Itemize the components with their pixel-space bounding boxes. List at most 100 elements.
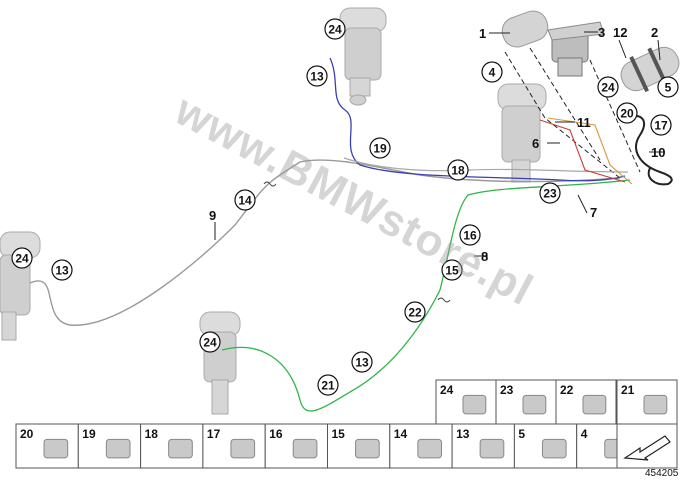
thumb-top-cell: 24 bbox=[435, 379, 497, 425]
callout-number: 23 bbox=[543, 187, 557, 201]
callout-circle bbox=[616, 102, 638, 124]
thumb-part-number: 4 bbox=[581, 427, 588, 441]
callout-c24-bottom: 24 bbox=[199, 331, 221, 353]
hose-black-10 bbox=[627, 115, 673, 186]
thumb-part-number: 13 bbox=[456, 427, 470, 441]
pipe-grey-upper bbox=[343, 157, 629, 173]
thumb-part-image bbox=[462, 394, 487, 415]
thumb-part-image bbox=[522, 394, 547, 415]
thumb-part-image bbox=[168, 438, 193, 459]
callout-c24-right: 24 bbox=[597, 76, 619, 98]
pipe-red bbox=[539, 119, 626, 183]
air-strut-top bbox=[339, 7, 387, 106]
callout-number: 17 bbox=[654, 119, 668, 133]
thumb-part-image bbox=[43, 438, 69, 459]
thumb-bottom-cell: 17 bbox=[202, 423, 266, 469]
leader-lines bbox=[214, 31, 665, 257]
callout-c14: 14 bbox=[234, 189, 256, 211]
callout-number: 13 bbox=[355, 356, 369, 370]
callout-number: 20 bbox=[620, 107, 634, 121]
part-label-6: 6 bbox=[532, 136, 539, 151]
callout-c17: 17 bbox=[650, 114, 672, 136]
part-label-2: 2 bbox=[651, 25, 658, 40]
thumb-part-number: 18 bbox=[145, 427, 159, 441]
thumb-part-image bbox=[230, 438, 256, 459]
callout-c22: 22 bbox=[404, 301, 426, 323]
thumb-bottom-cell: 20 bbox=[15, 423, 79, 469]
thumb-part-number: 19 bbox=[82, 427, 96, 441]
callout-circle bbox=[51, 259, 73, 281]
callout-circle bbox=[369, 137, 391, 159]
thumb-part-image bbox=[292, 438, 318, 459]
thumb-part-image bbox=[417, 438, 443, 459]
part-label-1: 1 bbox=[479, 26, 486, 41]
part-label-11: 11 bbox=[577, 115, 591, 130]
callout-number: 13 bbox=[55, 264, 69, 278]
callout-c18: 18 bbox=[447, 159, 469, 181]
pressure-reservoir-1 bbox=[501, 10, 549, 48]
callout-number: 15 bbox=[445, 264, 459, 278]
thumb-part-number: 16 bbox=[269, 427, 283, 441]
thumb-bottom-cell: 15 bbox=[327, 423, 391, 469]
callout-c24-top: 24 bbox=[324, 18, 346, 40]
callout-number: 21 bbox=[321, 379, 335, 393]
callout-circle bbox=[317, 374, 339, 396]
callout-circle bbox=[199, 331, 221, 353]
callout-number: 24 bbox=[203, 336, 217, 350]
part-label-12: 12 bbox=[613, 25, 627, 40]
solenoid-valve-block bbox=[547, 21, 605, 77]
callout-circle bbox=[351, 351, 373, 373]
pressure-reservoir-2 bbox=[620, 46, 680, 93]
callout-number: 22 bbox=[408, 306, 422, 320]
callout-c13-mid: 13 bbox=[351, 351, 373, 373]
callout-circle bbox=[404, 301, 426, 323]
thumb-part-number: 23 bbox=[500, 383, 514, 397]
callout-number: 4 bbox=[489, 66, 496, 80]
thumb-bottom-cell: 18 bbox=[140, 423, 204, 469]
thumb-part-image bbox=[355, 438, 380, 459]
callout-circle bbox=[481, 61, 503, 83]
thumb-part-number: 21 bbox=[621, 383, 635, 397]
callout-c13-top: 13 bbox=[306, 65, 328, 87]
part-label-10: 10 bbox=[651, 145, 665, 160]
dashed-leaders bbox=[504, 47, 641, 179]
callout-c21: 21 bbox=[317, 374, 339, 396]
callout-circle bbox=[447, 159, 469, 181]
air-strut-bottom bbox=[199, 311, 241, 415]
pipe-connectors bbox=[263, 181, 451, 303]
callout-circle bbox=[324, 18, 346, 40]
part-label-7: 7 bbox=[590, 205, 597, 220]
thumb-part-number: 22 bbox=[560, 383, 574, 397]
pipe-green bbox=[221, 179, 631, 412]
callout-circle bbox=[539, 182, 561, 204]
part-label-8: 8 bbox=[481, 249, 488, 264]
callout-circle bbox=[650, 114, 672, 136]
thumb-arrow-cell bbox=[616, 423, 678, 469]
thumb-bottom-cell: 19 bbox=[77, 423, 142, 469]
callout-circle bbox=[234, 189, 256, 211]
thumb-part-image bbox=[105, 438, 131, 459]
callout-circle bbox=[11, 247, 33, 269]
callout-number: 5 bbox=[665, 81, 672, 95]
callout-number: 19 bbox=[373, 142, 387, 156]
callout-number: 24 bbox=[601, 81, 615, 95]
part-label-3: 3 bbox=[598, 25, 605, 40]
part-label-9: 9 bbox=[209, 208, 216, 223]
thumb-part-image bbox=[541, 438, 567, 459]
thumb-part-image bbox=[582, 394, 607, 415]
callout-number: 18 bbox=[451, 164, 465, 178]
thumb-part-image bbox=[643, 394, 668, 415]
callout-number: 14 bbox=[238, 194, 252, 208]
thumb-part-number: 15 bbox=[332, 427, 346, 441]
callout-c19: 19 bbox=[369, 137, 391, 159]
callout-c4: 4 bbox=[481, 61, 503, 83]
watermark-text: www.BMWstore.pl bbox=[166, 85, 541, 315]
direction-arrow-icon bbox=[623, 435, 671, 461]
thumb-top-cell: 21 bbox=[616, 379, 678, 425]
callout-number: 24 bbox=[328, 23, 342, 37]
thumb-part-number: 20 bbox=[20, 427, 34, 441]
